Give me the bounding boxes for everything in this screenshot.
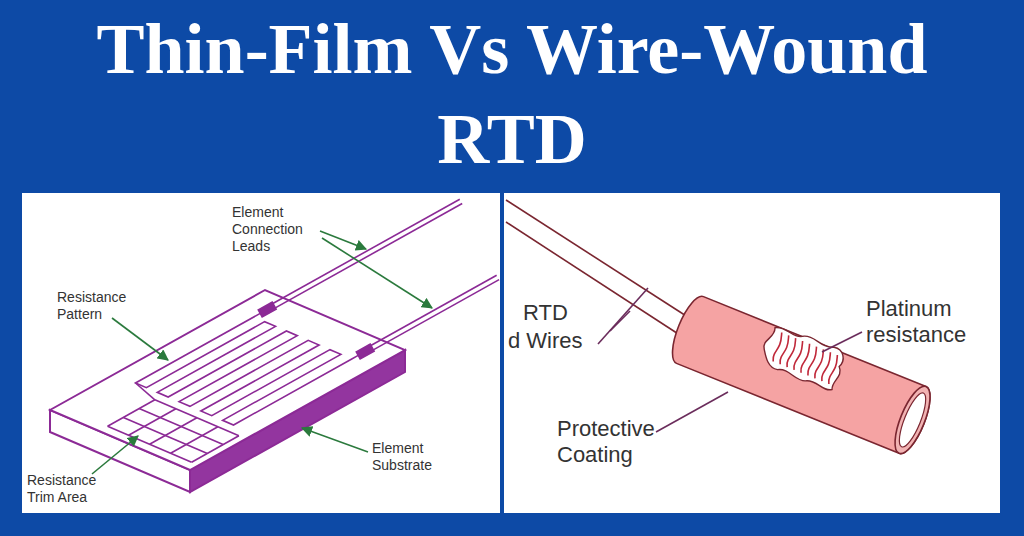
thin-film-element bbox=[50, 199, 499, 492]
leader-lines bbox=[598, 288, 862, 432]
part-label: Element Connection Leads bbox=[232, 204, 324, 254]
part-label: Element Substrate bbox=[372, 440, 452, 474]
part-label: Resistance Trim Area bbox=[27, 472, 112, 506]
panel-divider bbox=[500, 193, 504, 513]
white-panel bbox=[22, 193, 1000, 513]
part-label: RTD bbox=[523, 300, 583, 326]
title: Thin-Film Vs Wire-Wound RTD bbox=[32, 4, 992, 184]
part-label: Protective Coating bbox=[557, 416, 687, 469]
part-label: Resistance Pattern bbox=[57, 289, 142, 323]
part-label: Platinum resistance bbox=[866, 296, 1001, 349]
leader-lines bbox=[92, 231, 432, 474]
part-label: d Wires bbox=[508, 328, 608, 354]
